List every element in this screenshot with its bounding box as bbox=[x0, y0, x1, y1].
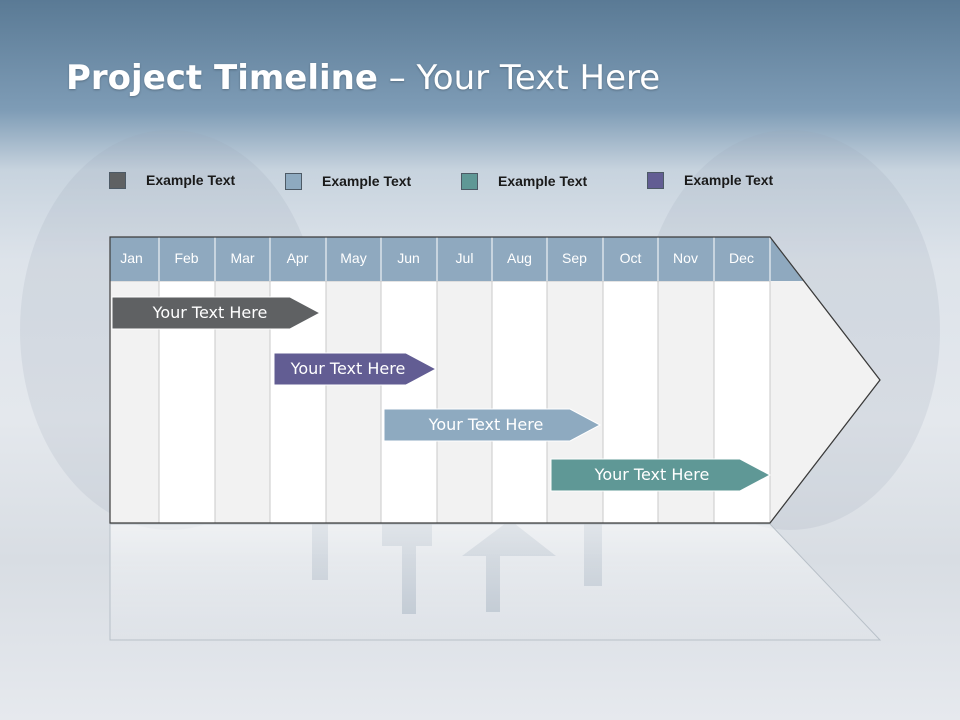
month-header bbox=[110, 237, 804, 281]
header-dividers bbox=[158, 237, 771, 281]
title-rest: – Your Text Here bbox=[377, 58, 661, 98]
timeline-reflection bbox=[109, 523, 882, 641]
month-column bbox=[491, 280, 548, 524]
month-label: Feb bbox=[174, 250, 199, 266]
month-label: Apr bbox=[286, 250, 309, 266]
task-bar-3 bbox=[383, 408, 602, 442]
legend-label: Example Text bbox=[684, 172, 774, 188]
month-label: Nov bbox=[673, 250, 698, 266]
month-label: Jan bbox=[120, 250, 143, 266]
month-label: Mar bbox=[230, 250, 255, 266]
task-label: Your Text Here bbox=[594, 465, 710, 484]
title-bold: Project Timeline bbox=[66, 58, 378, 98]
legend-swatch bbox=[461, 173, 478, 190]
legend-swatch bbox=[285, 173, 302, 190]
month-label: Jun bbox=[397, 250, 420, 266]
month-column bbox=[325, 280, 382, 524]
month-column bbox=[436, 280, 493, 524]
month-column bbox=[380, 280, 438, 524]
legend-swatch bbox=[109, 172, 126, 189]
month-label: Oct bbox=[619, 250, 642, 266]
page-title: Project Timeline – Your Text Here bbox=[66, 58, 660, 98]
task-bar-2 bbox=[273, 352, 438, 386]
task-label: Your Text Here bbox=[290, 359, 406, 378]
legend-label: Example Text bbox=[498, 173, 588, 189]
task-bar-4 bbox=[550, 458, 772, 492]
task-bar-1 bbox=[111, 296, 322, 330]
month-label: Jul bbox=[455, 250, 474, 266]
month-label: Aug bbox=[507, 250, 532, 266]
legend-label: Example Text bbox=[322, 173, 412, 189]
task-label: Your Text Here bbox=[428, 415, 544, 434]
legend-swatch bbox=[647, 172, 664, 189]
legend-label: Example Text bbox=[146, 172, 236, 188]
month-label: May bbox=[340, 250, 367, 266]
task-label: Your Text Here bbox=[152, 303, 268, 322]
month-label: Dec bbox=[729, 250, 754, 266]
month-label: Sep bbox=[562, 250, 587, 266]
